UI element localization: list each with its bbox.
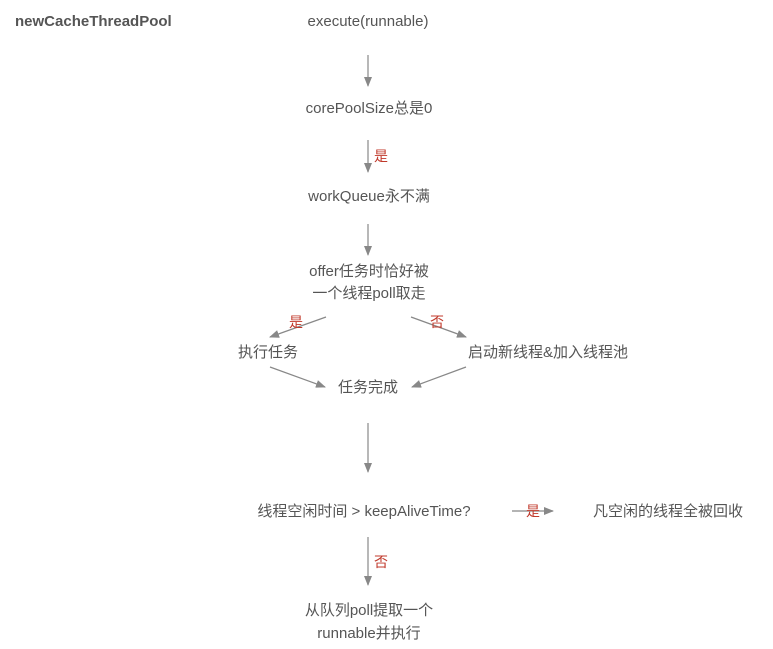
node-execute: execute(runnable) bbox=[308, 13, 429, 30]
edge-exec-to-done bbox=[269, 366, 326, 388]
edge-offer-to-exec bbox=[269, 316, 327, 338]
edge-label-no-idle: 否 bbox=[374, 554, 388, 570]
node-poll-line1: 从队列poll提取一个 bbox=[305, 602, 433, 619]
node-core-pool-size: corePoolSize总是0 bbox=[306, 100, 433, 117]
node-work-queue: workQueue永不满 bbox=[307, 188, 430, 205]
edge-label-yes-idle: 是 bbox=[526, 503, 540, 519]
edge-label-yes-core: 是 bbox=[374, 148, 388, 164]
node-task-done: 任务完成 bbox=[338, 379, 398, 396]
edge-label-yes-offer: 是 bbox=[289, 314, 303, 330]
edge-start-to-done bbox=[411, 366, 467, 388]
node-recycle: 凡空闲的线程全被回收 bbox=[593, 502, 743, 520]
edge-label-no-offer: 否 bbox=[430, 314, 444, 330]
node-start-thread: 启动新线程&加入线程池 bbox=[468, 344, 628, 361]
node-offer-line1: offer任务时恰好被 bbox=[309, 263, 429, 280]
node-offer-line2: 一个线程poll取走 bbox=[312, 285, 425, 302]
edge-offer-to-start bbox=[410, 316, 467, 338]
node-exec-task: 执行任务 bbox=[238, 344, 298, 361]
node-poll-line2: runnable并执行 bbox=[317, 625, 420, 642]
diagram-title: newCacheThreadPool bbox=[15, 13, 172, 30]
node-idle-check: 线程空闲时间 > keepAliveTime? bbox=[257, 503, 470, 520]
